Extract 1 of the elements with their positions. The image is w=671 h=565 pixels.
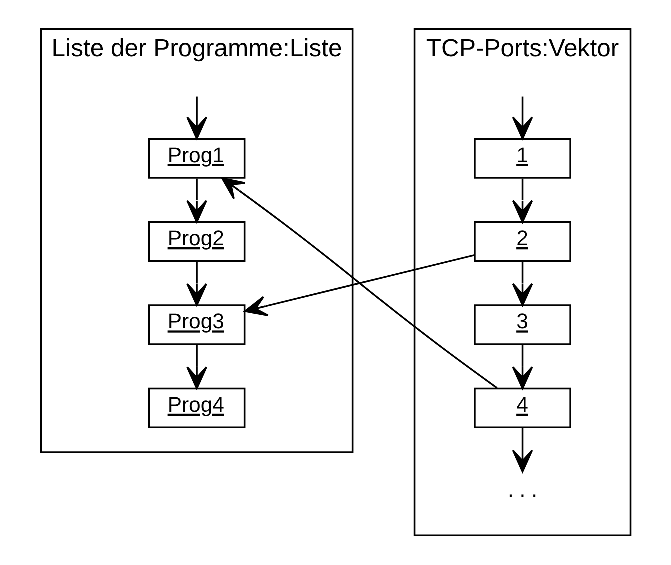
node-text: . . . — [508, 478, 538, 502]
